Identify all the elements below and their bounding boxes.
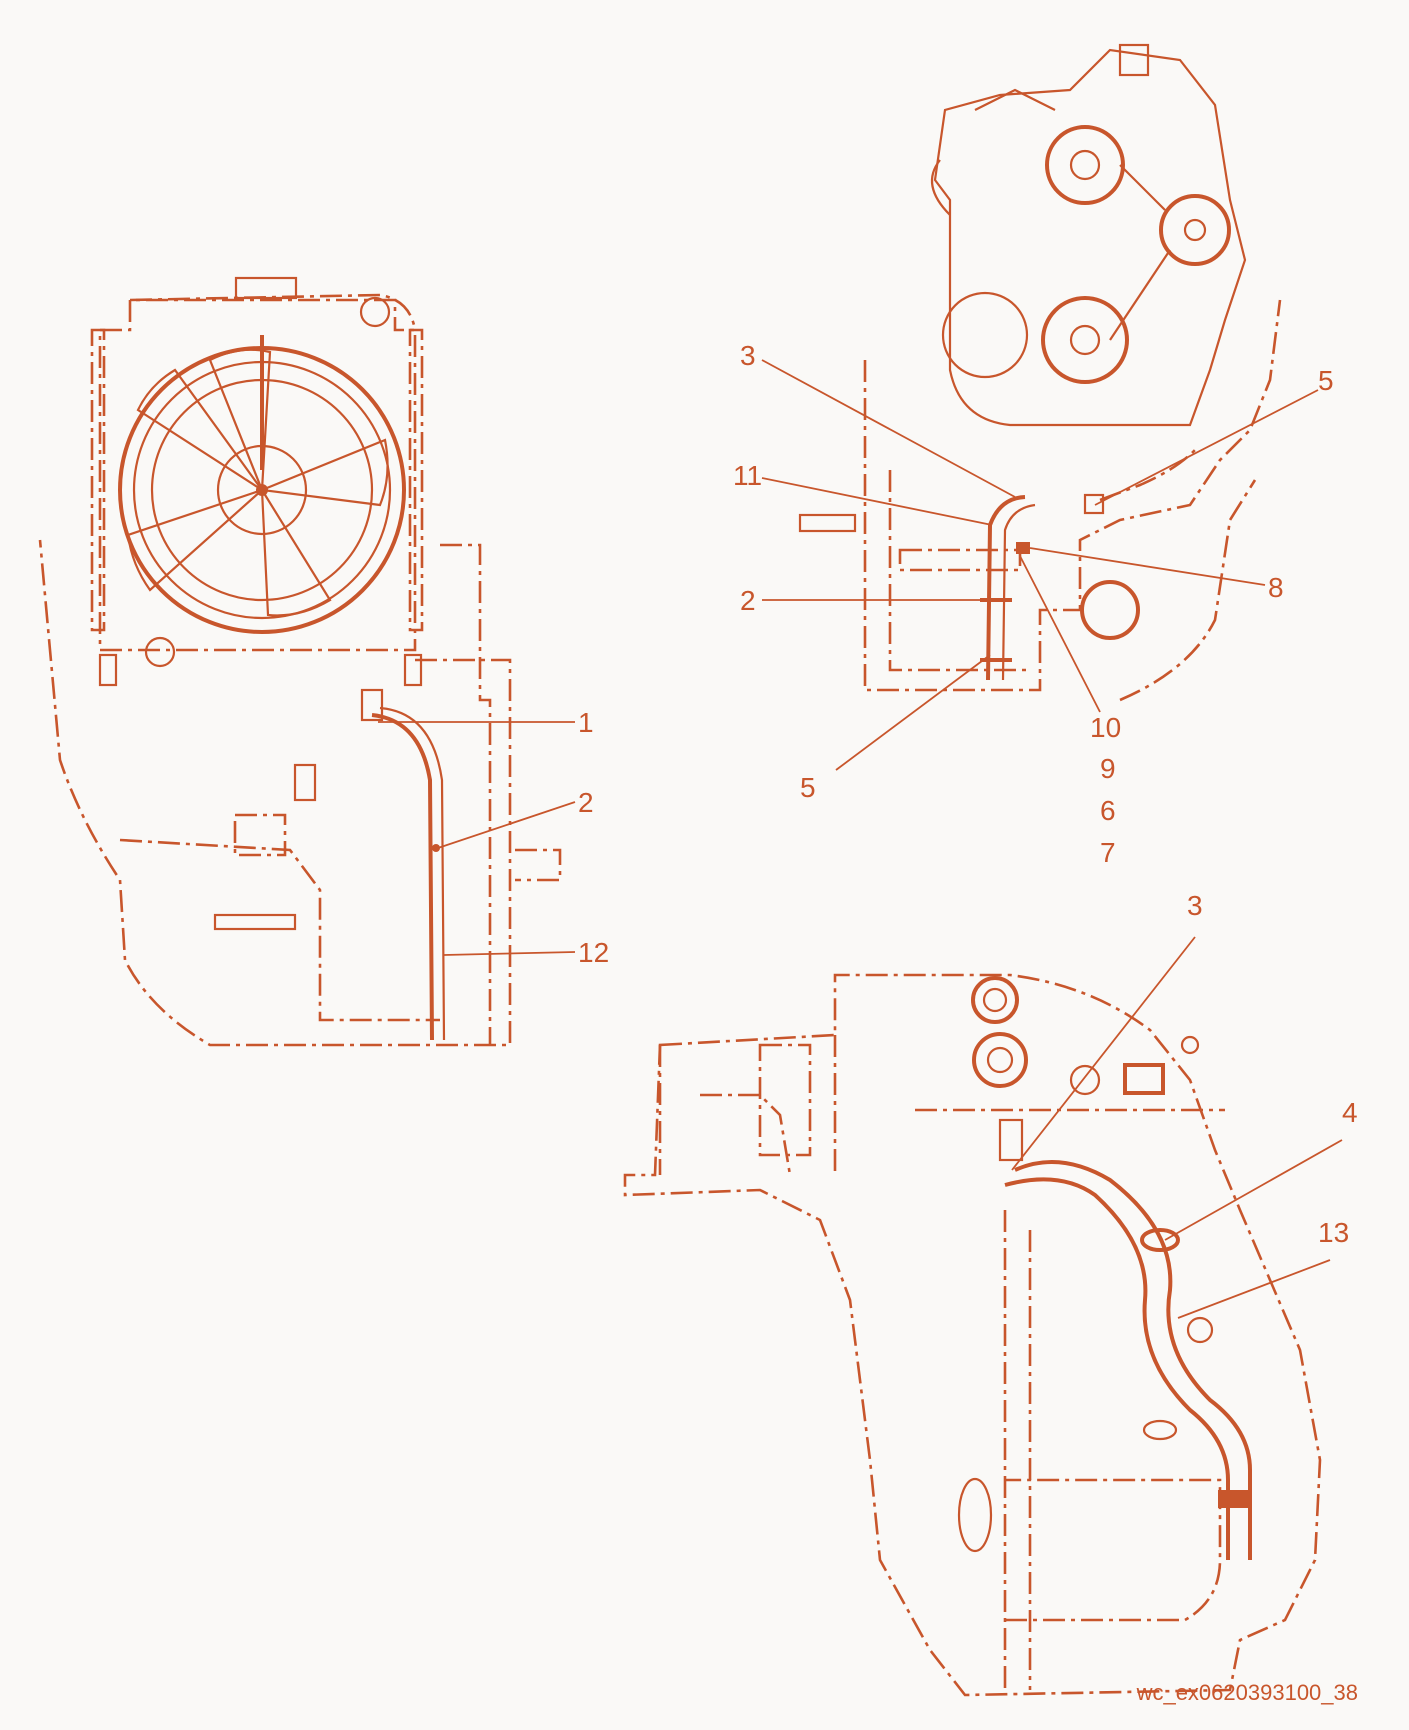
callout-housing-3: 3: [1187, 890, 1203, 921]
housing-hose: [1014, 1160, 1252, 1560]
callout-engine-2: 2: [740, 585, 756, 616]
callout-housing-13: 13: [1318, 1217, 1349, 1248]
housing-view: [623, 936, 1343, 1697]
callout-engine-5-bottom: 5: [800, 772, 816, 803]
callout-housing-4: 4: [1342, 1097, 1358, 1128]
fan-blades: [126, 348, 389, 617]
callout-engine-5-top: 5: [1318, 365, 1334, 396]
callout-radiator-1: 1: [578, 707, 594, 738]
callout-engine-7: 7: [1100, 837, 1116, 868]
radiator-view: [38, 276, 576, 1047]
callouts: 1 2 12 3 5 11 2 8 5 10 9 6 7 3 4 13: [578, 340, 1358, 1248]
callout-engine-6: 6: [1100, 795, 1116, 826]
callout-engine-9: 9: [1100, 753, 1116, 784]
callout-engine-11: 11: [733, 460, 762, 491]
callout-radiator-12: 12: [578, 937, 609, 968]
drain-hose: [371, 713, 434, 1041]
callout-radiator-2: 2: [578, 787, 594, 818]
drawing-code: wc_ex0620393100_38: [1136, 1680, 1358, 1705]
callout-engine-8: 8: [1268, 572, 1284, 603]
callout-engine-3: 3: [740, 340, 756, 371]
engine-view: [761, 43, 1319, 771]
callout-engine-10: 10: [1090, 712, 1121, 743]
